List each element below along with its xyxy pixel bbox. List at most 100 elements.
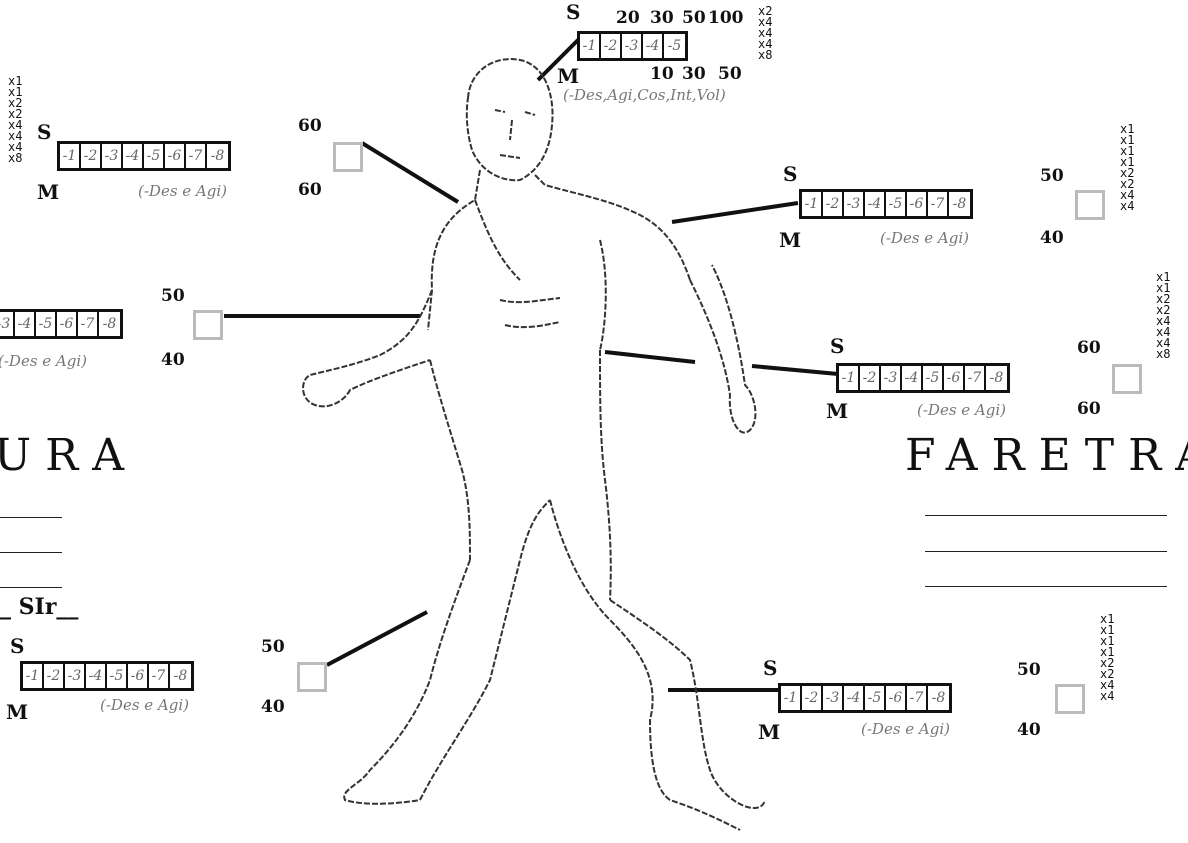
damage-cell[interactable]: -8 <box>170 664 191 688</box>
damage-cell[interactable]: -1 <box>580 34 601 58</box>
left-leg-note: (-Des e Agi) <box>100 696 189 714</box>
damage-cell[interactable]: -5 <box>886 192 907 216</box>
right-torso-m-label: M <box>826 399 848 423</box>
damage-cell[interactable]: -3 <box>65 664 86 688</box>
left-leg-m-label: M <box>6 700 28 724</box>
damage-cell[interactable]: -2 <box>823 192 844 216</box>
damage-cell[interactable]: -1 <box>781 686 802 710</box>
damage-cell[interactable]: -3 <box>823 686 844 710</box>
left-leg-armor-box[interactable] <box>297 662 327 692</box>
figure-outline <box>303 59 765 830</box>
damage-cell[interactable]: -3 <box>844 192 865 216</box>
left-arm-s-value: 50 <box>161 286 185 306</box>
damage-cell[interactable]: -5 <box>107 664 128 688</box>
left-shoulder-armor-box[interactable] <box>333 142 363 172</box>
right-shoulder-s-value: 50 <box>1040 166 1064 186</box>
damage-cell[interactable]: -7 <box>186 144 207 168</box>
damage-cell[interactable]: -5 <box>865 686 886 710</box>
head-m-value: 30 <box>682 64 706 84</box>
damage-cell[interactable]: -6 <box>165 144 186 168</box>
left-arm-damage-boxes: -3 -4 -5 -6 -7 -8 <box>0 309 123 339</box>
damage-cell[interactable]: -2 <box>802 686 823 710</box>
damage-cell[interactable]: -7 <box>149 664 170 688</box>
damage-cell[interactable]: -7 <box>928 192 949 216</box>
right-leg-note: (-Des e Agi) <box>861 720 950 738</box>
left-arm-note: (-Des e Agi) <box>0 352 87 370</box>
damage-cell[interactable]: -4 <box>123 144 144 168</box>
right-shoulder-armor-box[interactable] <box>1075 190 1105 220</box>
damage-cell[interactable]: -6 <box>886 686 907 710</box>
damage-cell[interactable]: -1 <box>839 366 860 390</box>
right-leg-s-value: 50 <box>1017 660 1041 680</box>
left-shoulder-m-value: 60 <box>298 180 322 200</box>
right-torso-note: (-Des e Agi) <box>917 401 1006 419</box>
damage-cell[interactable]: -6 <box>944 366 965 390</box>
damage-cell[interactable]: -4 <box>844 686 865 710</box>
damage-cell[interactable]: -6 <box>128 664 149 688</box>
left-sir-label: _ SIr__ <box>0 594 78 620</box>
damage-cell[interactable]: -3 <box>881 366 902 390</box>
left-leg-s-value: 50 <box>261 637 285 657</box>
head-s-value: 100 <box>708 8 744 28</box>
damage-cell[interactable]: -7 <box>965 366 986 390</box>
damage-cell[interactable]: -3 <box>0 312 15 336</box>
left-leg-damage-boxes: -1 -2 -3 -4 -5 -6 -7 -8 <box>20 661 194 691</box>
damage-cell[interactable]: -4 <box>15 312 36 336</box>
right-leg-s-label: S <box>763 656 777 680</box>
damage-cell[interactable]: -8 <box>207 144 228 168</box>
right-writing-line <box>925 551 1167 552</box>
right-torso-damage-boxes: -1 -2 -3 -4 -5 -6 -7 -8 <box>836 363 1010 393</box>
left-shoulder-s-label: S <box>37 120 51 144</box>
damage-cell[interactable]: -8 <box>986 366 1007 390</box>
damage-cell[interactable]: -6 <box>907 192 928 216</box>
head-note: (-Des,Agi,Cos,Int,Vol) <box>563 86 726 104</box>
damage-cell[interactable]: -2 <box>860 366 881 390</box>
damage-cell[interactable]: -5 <box>144 144 165 168</box>
damage-cell[interactable]: -8 <box>99 312 120 336</box>
damage-cell[interactable]: -5 <box>664 34 685 58</box>
damage-cell[interactable]: -1 <box>60 144 81 168</box>
left-arm-m-value: 40 <box>161 350 185 370</box>
left-leg-m-value: 40 <box>261 697 285 717</box>
damage-cell[interactable]: -3 <box>102 144 123 168</box>
damage-cell[interactable]: -7 <box>78 312 99 336</box>
damage-cell[interactable]: -7 <box>907 686 928 710</box>
damage-cell[interactable]: -4 <box>643 34 664 58</box>
head-s-label: S <box>566 0 580 24</box>
damage-cell[interactable]: -5 <box>36 312 57 336</box>
left-writing-line <box>0 587 62 588</box>
damage-cell[interactable]: -2 <box>601 34 622 58</box>
damage-cell[interactable]: -2 <box>81 144 102 168</box>
damage-cell[interactable]: -6 <box>57 312 78 336</box>
right-section-title: FARETRA <box>905 430 1188 481</box>
right-writing-line <box>925 586 1167 587</box>
damage-cell[interactable]: -8 <box>928 686 949 710</box>
damage-cell[interactable]: -4 <box>865 192 886 216</box>
right-leg-damage-boxes: -1 -2 -3 -4 -5 -6 -7 -8 <box>778 683 952 713</box>
damage-cell[interactable]: -4 <box>86 664 107 688</box>
head-s-value: 20 <box>616 8 640 28</box>
damage-cell[interactable]: -1 <box>23 664 44 688</box>
right-leg-m-label: M <box>758 720 780 744</box>
damage-cell[interactable]: -4 <box>902 366 923 390</box>
left-shoulder-damage-boxes: -1 -2 -3 -4 -5 -6 -7 -8 <box>57 141 231 171</box>
right-leg-armor-box[interactable] <box>1055 684 1085 714</box>
right-torso-s-label: S <box>830 334 844 358</box>
damage-cell[interactable]: -1 <box>802 192 823 216</box>
right-torso-armor-box[interactable] <box>1112 364 1142 394</box>
damage-cell[interactable]: -8 <box>949 192 970 216</box>
damage-cell[interactable]: -3 <box>622 34 643 58</box>
head-m-label: M <box>557 64 579 88</box>
left-leg-s-label: S <box>10 634 24 658</box>
left-arm-armor-box[interactable] <box>193 310 223 340</box>
damage-cell[interactable]: -5 <box>923 366 944 390</box>
right-shoulder-s-label: S <box>783 162 797 186</box>
right-torso-m-value: 60 <box>1077 399 1101 419</box>
damage-cell[interactable]: -2 <box>44 664 65 688</box>
